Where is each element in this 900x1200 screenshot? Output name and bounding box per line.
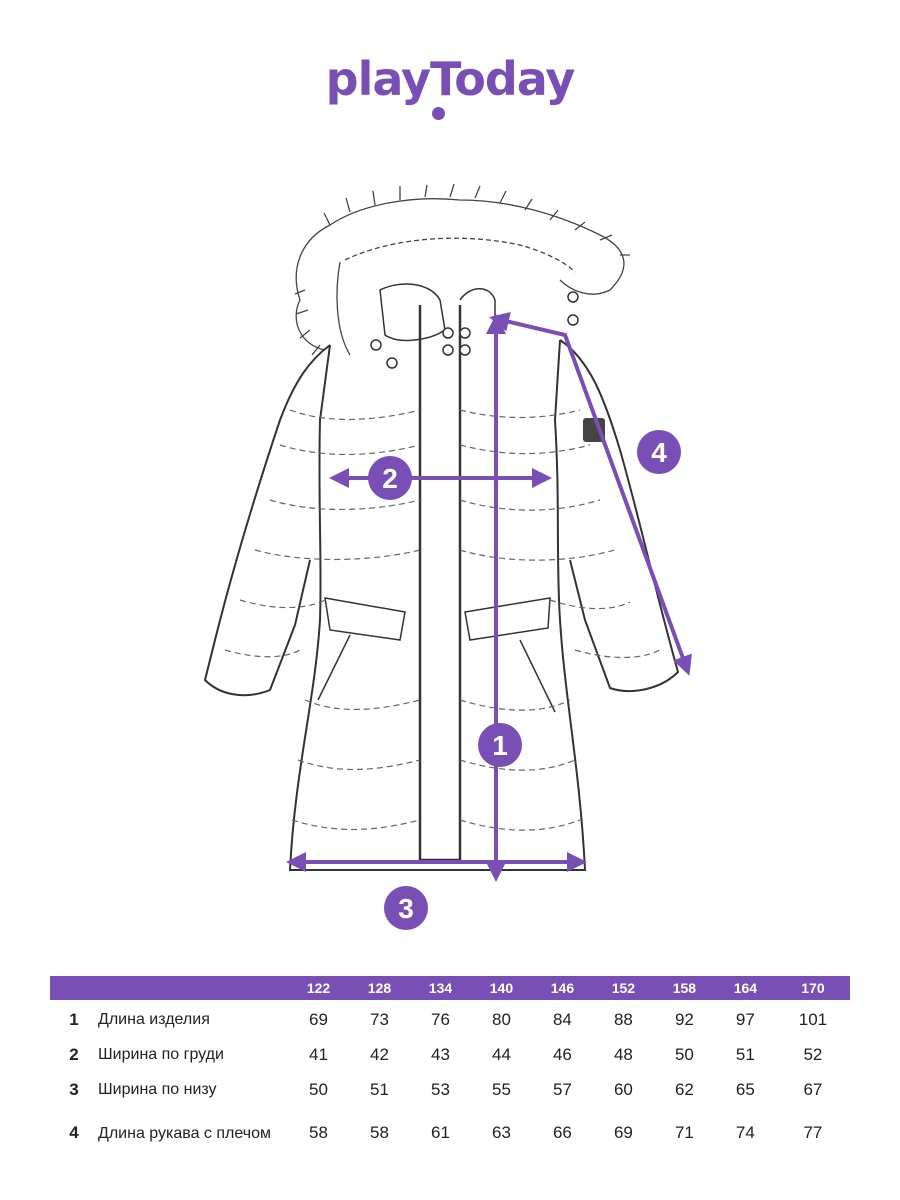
row-label: Ширина по низу [98, 1081, 217, 1098]
size-header: 128 [348, 976, 410, 1000]
marker-1-label: 1 [492, 730, 508, 761]
row-label: Длина изделия [98, 1011, 210, 1028]
quilting-lines [224, 409, 661, 831]
table-cell: 60 [613, 1079, 633, 1099]
marker-3-label: 3 [398, 893, 414, 924]
table-cell: 84 [552, 1009, 572, 1029]
table-cell: 52 [803, 1044, 823, 1064]
table-row: 1 Длина изделия 69 73 76 80 84 88 92 97 … [50, 1000, 850, 1037]
table-cell: 65 [735, 1079, 755, 1099]
table-cell: 77 [803, 1123, 823, 1142]
size-header: 152 [592, 976, 654, 1000]
table-cell: 71 [674, 1123, 694, 1142]
table-cell: 63 [491, 1123, 511, 1142]
size-header: 170 [775, 976, 850, 1000]
table-cell: 55 [491, 1079, 511, 1099]
size-chart-table: 122 128 134 140 146 152 158 164 170 1 Дл… [50, 976, 850, 1159]
table-cell: 58 [309, 1123, 328, 1142]
table-row: 3 Ширина по низу 50 51 53 55 57 60 62 65… [50, 1072, 850, 1107]
coat-technical-drawing: 1 2 3 4 [203, 183, 692, 930]
table-row: 4 Длина рукава с плечом 58 58 61 63 66 6… [50, 1107, 850, 1159]
row-number: 1 [69, 1009, 79, 1029]
table-cell: 74 [735, 1123, 755, 1142]
marker-2-label: 2 [382, 463, 398, 494]
table-cell: 69 [309, 1009, 328, 1029]
table-cell: 58 [370, 1123, 389, 1142]
row-number: 3 [69, 1079, 79, 1099]
marker-3: 3 [384, 886, 428, 930]
coat-body [203, 283, 680, 871]
table-cell: 97 [735, 1009, 755, 1029]
table-cell: 43 [431, 1044, 450, 1064]
measurement-lines [286, 311, 692, 882]
size-header: 122 [288, 976, 349, 1000]
brand-logo: playToday [325, 52, 576, 106]
table-cell: 42 [370, 1044, 389, 1064]
table-cell: 101 [798, 1009, 828, 1029]
table-cell: 51 [735, 1044, 755, 1064]
table-cell: 53 [431, 1079, 450, 1099]
row-number: 2 [69, 1044, 79, 1064]
table-cell: 88 [613, 1009, 633, 1029]
size-header-row: 122 128 134 140 146 152 158 164 170 [50, 976, 850, 1000]
snap-buttons [370, 291, 579, 369]
table-cell: 92 [674, 1009, 694, 1029]
size-header: 134 [409, 976, 471, 1000]
table-cell: 67 [803, 1079, 823, 1099]
table-cell: 62 [674, 1079, 694, 1099]
table-cell: 51 [370, 1079, 389, 1099]
table-row: 2 Ширина по груди 41 42 43 44 46 48 50 5… [50, 1037, 850, 1072]
size-header: 146 [531, 976, 593, 1000]
marker-4-label: 4 [651, 437, 667, 468]
marker-4: 4 [637, 430, 681, 474]
table-cell: 50 [309, 1079, 328, 1099]
table-cell: 50 [674, 1044, 694, 1064]
size-header: 158 [653, 976, 715, 1000]
marker-2: 2 [368, 456, 412, 500]
row-label: Длина рукава с плечом [98, 1124, 271, 1142]
size-header: 164 [714, 976, 776, 1000]
table-cell: 44 [491, 1044, 511, 1064]
row-label: Ширина по груди [98, 1046, 224, 1063]
marker-1: 1 [478, 723, 522, 767]
size-header: 140 [470, 976, 532, 1000]
table-cell: 73 [370, 1009, 389, 1029]
table-cell: 66 [552, 1123, 572, 1142]
table-cell: 76 [431, 1009, 450, 1029]
brand-logo-dot [432, 107, 445, 120]
fur-hood [294, 183, 630, 356]
table-cell: 41 [309, 1044, 328, 1064]
header-blank [98, 976, 288, 1000]
row-number: 4 [69, 1123, 79, 1142]
table-cell: 69 [613, 1123, 633, 1142]
table-cell: 80 [491, 1009, 511, 1029]
table-cell: 57 [552, 1079, 572, 1099]
header-blank [50, 976, 98, 1000]
table-cell: 46 [552, 1044, 572, 1064]
table-cell: 61 [431, 1123, 450, 1142]
table-cell: 48 [613, 1044, 633, 1064]
